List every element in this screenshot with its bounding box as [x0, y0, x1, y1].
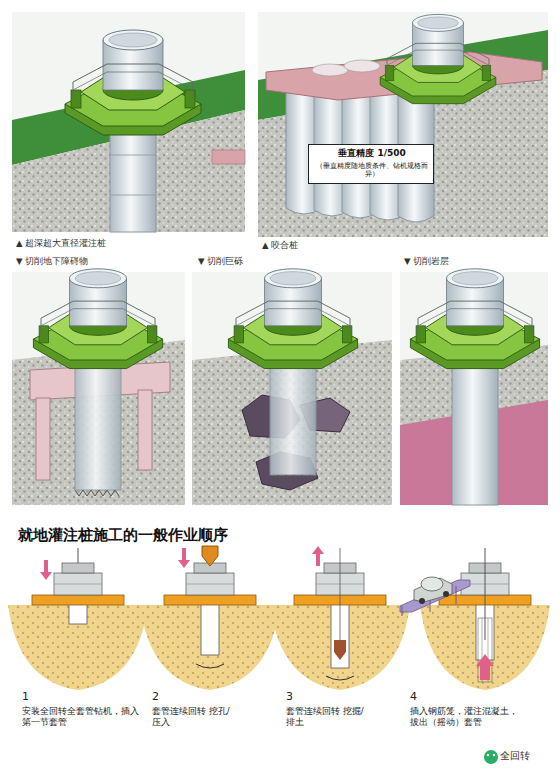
- obstacle-leg: [138, 390, 152, 470]
- step: 1 安装全回转全套管钻机，插入第一节套管: [14, 548, 148, 753]
- tremie-pipe: [485, 548, 486, 640]
- grab-bucket: [334, 640, 346, 660]
- panel-caption: ▲ 咬合桩: [262, 240, 548, 251]
- panel-bg: [258, 12, 548, 237]
- step-number: 3: [286, 690, 316, 704]
- step: 4 插入钢筋笼，灌注混凝土，拔出（摇动）套管: [404, 548, 548, 753]
- panel-caption: ▼ 切削地下障碍物: [16, 256, 185, 267]
- hammer-grab: [202, 546, 218, 566]
- arrow-up: [312, 546, 324, 566]
- mixer-truck: [414, 578, 452, 602]
- arrow-down: [178, 548, 190, 568]
- panel-bg: [12, 12, 245, 232]
- step-number: 1: [22, 690, 52, 704]
- drilling-rig: [33, 269, 162, 369]
- drilling-rig: [410, 269, 539, 369]
- step-text: 套管连续回转 挖掘/排土: [286, 706, 370, 728]
- diagram-title: 就地灌注桩施工的一般作业顺序: [18, 526, 438, 546]
- watermark-icon-dot: [487, 754, 489, 756]
- rotation-arrow: [326, 676, 354, 680]
- panel-caption: ▲ 超深超大直径灌注桩: [16, 238, 245, 249]
- casing-joint: [110, 155, 156, 156]
- step: 2 套管连续回转 挖孔/压入: [148, 548, 274, 753]
- panel: ▼ 切削地下障碍物: [12, 272, 185, 505]
- watermark: 全回转: [500, 749, 556, 762]
- crane-line: [78, 548, 79, 563]
- note-box: 垂直精度 1/500 （垂直精度随地质条件、钻机规格而异）: [308, 144, 434, 184]
- step-text: 套管连续回转 挖孔/压入: [152, 706, 236, 728]
- arrow-down: [40, 560, 52, 580]
- drilling-rig: [65, 30, 201, 135]
- step-number: 4: [410, 690, 440, 704]
- pile-top: [344, 60, 380, 72]
- arrow-up: [476, 654, 494, 680]
- panel: ▲ 咬合桩垂直精度 1/500（垂直精度随地质条件、钻机规格而异）: [258, 12, 548, 237]
- cutting-teeth: [75, 490, 119, 496]
- guide-wall: [212, 150, 245, 164]
- casing-joint: [110, 195, 156, 196]
- panel-caption: ▼ 切削岩层: [404, 256, 548, 267]
- pile-top: [312, 64, 348, 76]
- panel: ▼ 切削岩层: [400, 272, 548, 505]
- watermark-icon: [484, 750, 498, 764]
- panel: ▲ 超深超大直径灌注桩: [12, 12, 245, 232]
- step: 3 套管连续回转 挖掘/排土: [280, 548, 400, 753]
- drilling-rig: [380, 14, 496, 103]
- wheel: [419, 598, 425, 604]
- mixer-drum: [421, 577, 443, 591]
- step-number: 2: [152, 690, 182, 704]
- rotation-arrow: [196, 664, 224, 668]
- cutting-teeth: [270, 475, 314, 481]
- wire: [340, 548, 341, 640]
- step-text: 插入钢筋笼，灌注混凝土，拔出（摇动）套管: [410, 706, 520, 728]
- obstacle-leg: [36, 398, 50, 480]
- panel: ▼ 切削巨砾: [192, 272, 392, 505]
- wheel: [443, 591, 449, 597]
- note-text: 垂直精度 1/500: [311, 148, 433, 160]
- watermark-icon-dot: [493, 754, 495, 756]
- panel-caption: ▼ 切削巨砾: [198, 256, 392, 267]
- drilling-rig: [228, 269, 357, 369]
- rig-icon: [164, 563, 256, 605]
- note-text: （垂直精度随地质条件、钻机规格而异）: [311, 162, 433, 179]
- step-text: 安装全回转全套管钻机，插入第一节套管: [22, 706, 146, 728]
- casing: [201, 600, 219, 655]
